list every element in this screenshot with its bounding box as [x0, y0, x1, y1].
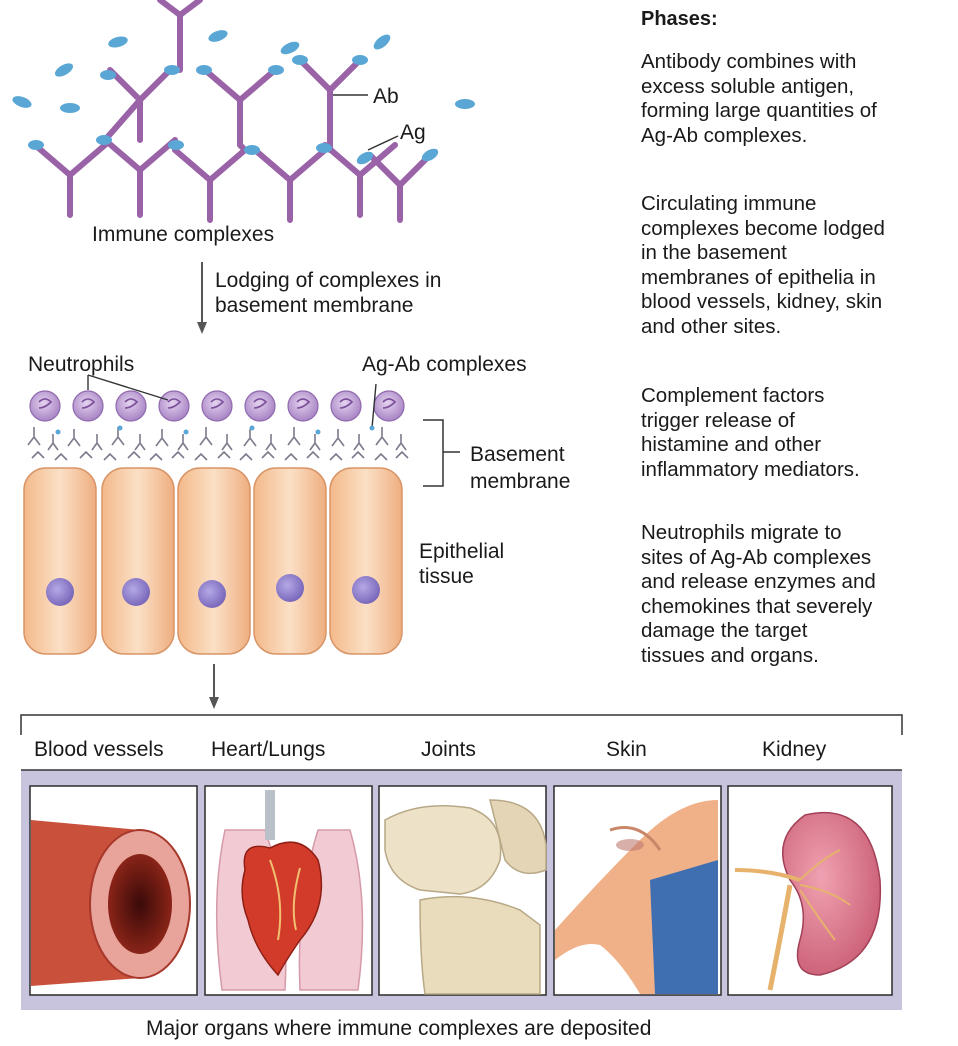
- immune-complex-field: [6, 8, 486, 230]
- phase-4: Neutrophils migrate to sites of Ag-Ab co…: [641, 521, 951, 668]
- panel-label-kidney: Kidney: [762, 738, 826, 762]
- blood-vessel-illustration: [31, 820, 190, 986]
- phase-2: Circulating immune complexes become lodg…: [641, 192, 951, 339]
- neutrophil-row: [30, 391, 404, 421]
- ag-label: Ag: [400, 120, 426, 145]
- ag-ab-complexes-label: Ag-Ab complexes: [362, 352, 527, 377]
- basement-label-line2: membrane: [470, 469, 570, 494]
- ab-label: Ab: [373, 84, 399, 109]
- epithelial-label-line1: Epithelial: [419, 539, 504, 564]
- panel-label-joints: Joints: [421, 738, 476, 762]
- basement-membrane-complexes: [28, 427, 408, 460]
- complex-antigen-dots: [56, 426, 375, 435]
- phases-heading: Phases:: [641, 8, 718, 31]
- phase-1: Antibody combines with excess soluble an…: [641, 50, 951, 148]
- basement-label-line1: Basement: [470, 442, 565, 467]
- lodging-label-line2: basement membrane: [215, 293, 413, 318]
- organ-bracket: [21, 715, 902, 735]
- phase-3: Complement factors trigger release of hi…: [641, 384, 951, 482]
- immune-complexes-caption: Immune complexes: [92, 222, 274, 247]
- basement-bracket: [423, 420, 443, 486]
- down-arrow-icon: [209, 664, 219, 709]
- panel-label-blood-vessels: Blood vessels: [34, 738, 164, 762]
- organs-caption: Major organs where immune complexes are …: [146, 1016, 651, 1041]
- lodging-label-line1: Lodging of complexes in: [215, 268, 441, 293]
- epithelial-label-line2: tissue: [419, 564, 474, 589]
- epithelial-cells: [24, 468, 402, 654]
- down-arrow-icon: [197, 262, 207, 334]
- panel-label-heart-lungs: Heart/Lungs: [211, 738, 325, 762]
- panel-label-skin: Skin: [606, 738, 647, 762]
- neutrophils-label: Neutrophils: [28, 352, 134, 377]
